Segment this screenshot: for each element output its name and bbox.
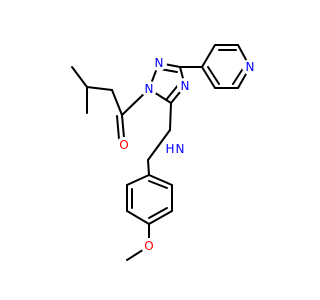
atom-n4: N — [177, 78, 193, 94]
atom-label-o-carbonyl: O — [119, 138, 128, 152]
bond — [126, 210, 150, 225]
atom-mask — [242, 59, 258, 75]
bond — [126, 174, 150, 186]
bond — [165, 83, 180, 101]
bond — [111, 89, 123, 116]
atom-nh: H N — [165, 138, 186, 158]
bond — [207, 66, 220, 85]
bond — [148, 207, 168, 219]
bond — [86, 86, 113, 91]
bond — [147, 129, 171, 161]
bond — [148, 174, 173, 186]
bond — [147, 159, 150, 176]
bond — [232, 66, 245, 85]
bond — [121, 114, 125, 139]
atom-label-n1: N — [145, 82, 154, 96]
atom-label-nh: N — [176, 142, 185, 156]
molecule-structure: N N N N O H N O — [71, 44, 258, 261]
atom-mask — [166, 138, 186, 158]
bond — [201, 44, 216, 68]
atom-mask — [116, 137, 132, 153]
bond — [148, 180, 168, 189]
bond-layer — [71, 44, 251, 261]
atom-label-o-methoxy: O — [144, 239, 153, 253]
atom-layer: N N N N O H N O — [116, 55, 258, 254]
atom-o-carbonyl: O — [116, 137, 132, 153]
bond — [169, 102, 172, 131]
atom-mask — [141, 238, 157, 254]
atom-n-pyridine: N — [242, 59, 258, 75]
bond — [71, 66, 88, 88]
bond — [148, 210, 173, 225]
bond — [116, 115, 120, 140]
atom-mask — [141, 81, 157, 97]
atom-o-methoxy: O — [141, 238, 157, 254]
atom-n2: N — [151, 55, 167, 71]
atom-label-n-pyridine: N — [246, 60, 255, 74]
bond — [201, 66, 216, 89]
atom-n1: N — [141, 81, 157, 97]
atom-mask — [177, 78, 193, 94]
atom-label-nh-h: H — [165, 142, 174, 156]
atom-label-n2: N — [155, 56, 164, 70]
atom-mask — [151, 55, 167, 71]
atom-label-n4: N — [181, 79, 190, 93]
